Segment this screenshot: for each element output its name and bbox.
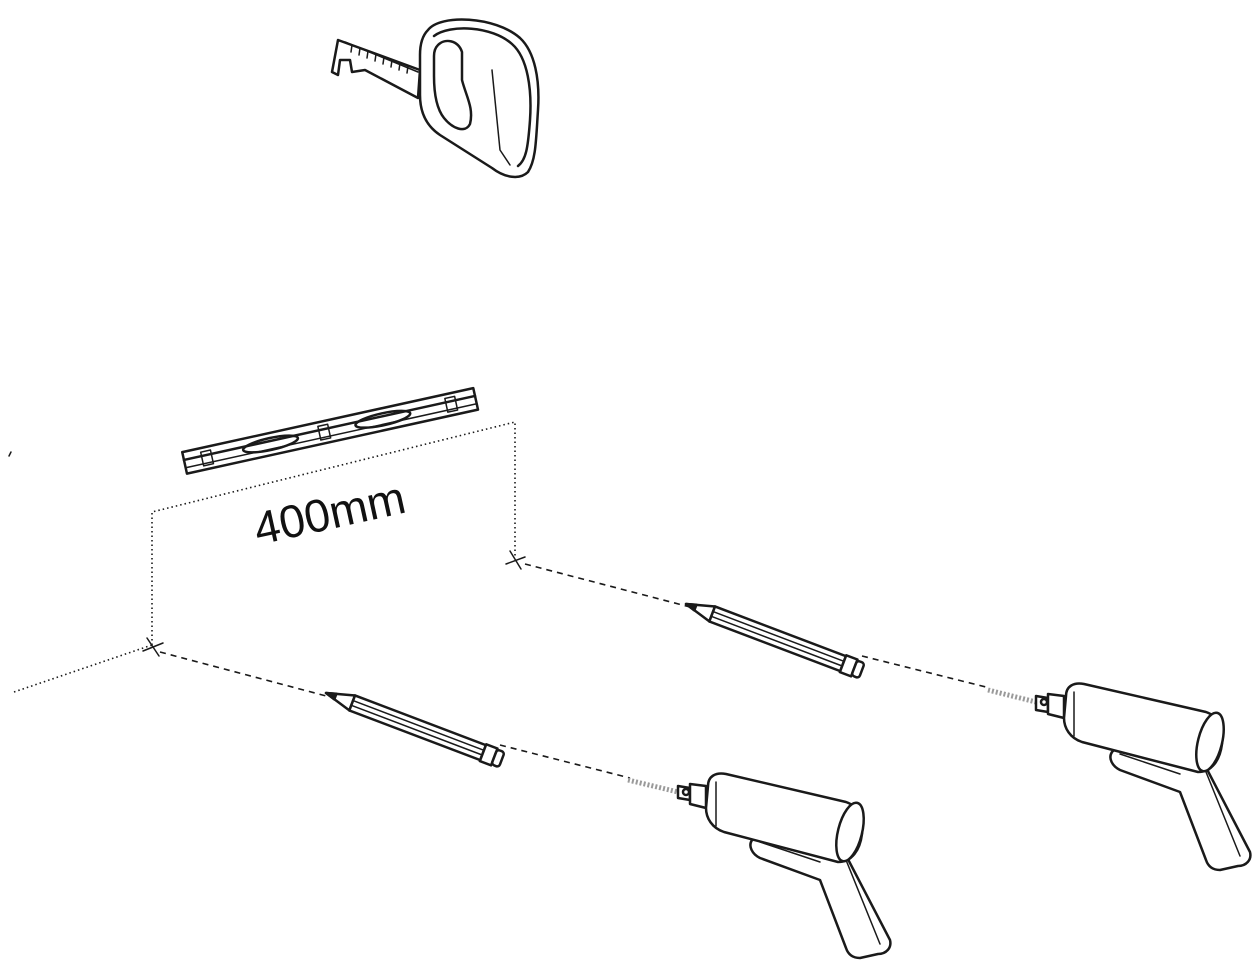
tape-measure-icon [330, 18, 540, 179]
drill-icon [987, 682, 1252, 872]
dimension-guides [13, 420, 516, 693]
pencil-icon [684, 602, 865, 679]
cross-mark-icon [505, 550, 526, 570]
cross-mark-icon [142, 637, 164, 657]
drill-guide-line-front [159, 651, 631, 779]
dimension-label: 400mm [249, 471, 410, 555]
spirit-level-icon [180, 386, 480, 475]
stray-mark [8, 451, 12, 457]
pencil-icon [324, 691, 505, 768]
drill-icon [627, 772, 892, 960]
